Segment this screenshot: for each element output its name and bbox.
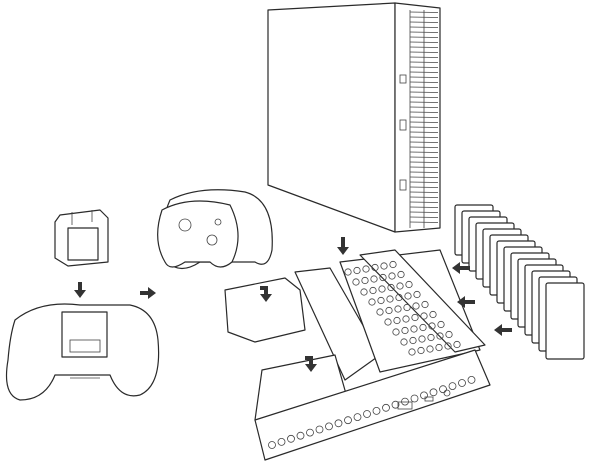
vent-hole: [429, 310, 437, 319]
vent-hole: [388, 272, 396, 280]
vent-hole: [420, 391, 428, 400]
vent-hole: [467, 375, 476, 384]
vent-hole: [448, 382, 457, 391]
vent-hole: [417, 346, 425, 355]
vent-hole: [306, 428, 314, 437]
vent-hole: [409, 336, 417, 345]
vent-hole: [435, 343, 443, 352]
vent-hole: [405, 280, 413, 289]
vent-hole: [387, 283, 395, 292]
vent-hole: [404, 292, 412, 300]
vent-hole: [384, 318, 392, 326]
vent-hole: [396, 282, 404, 290]
vent-hole: [287, 434, 295, 443]
vent-hole: [393, 316, 401, 325]
vent-hole: [403, 303, 411, 312]
vent-hole: [444, 342, 452, 350]
vent-hole: [385, 306, 393, 315]
vent-hole: [353, 266, 361, 275]
vent-hole: [397, 270, 405, 279]
arrow-left-icon: [457, 296, 475, 308]
charging-stand: [224, 249, 491, 461]
vent-hole: [400, 338, 408, 346]
vent-hole: [360, 288, 368, 296]
arrows: [74, 237, 512, 372]
vent-hole: [428, 322, 436, 330]
controller-pair: [157, 189, 273, 270]
vent-hole: [325, 422, 333, 431]
vent-hole: [344, 268, 352, 276]
arrow-down-icon: [337, 237, 349, 255]
vent-hole: [421, 300, 429, 309]
game-cases: [454, 204, 585, 360]
vent-hole: [380, 262, 388, 270]
bent-arrow-icon: [305, 356, 317, 372]
vent-hole: [370, 275, 378, 283]
vent-hole: [420, 312, 428, 320]
vent-hole: [408, 348, 416, 356]
vent-hole: [368, 298, 376, 306]
controller: [5, 303, 160, 401]
vent-hole: [352, 278, 360, 286]
vent-hole: [372, 406, 381, 415]
vent-hole: [277, 437, 286, 446]
vent-hole: [437, 320, 445, 329]
vent-hole: [361, 276, 369, 285]
vent-hole: [445, 330, 453, 339]
vent-hole: [392, 328, 400, 336]
vent-hole: [369, 286, 377, 295]
vent-hole: [296, 431, 305, 440]
vent-hole: [412, 302, 420, 310]
vent-hole: [344, 416, 352, 425]
arrow-left-icon: [494, 324, 512, 336]
vent-hole: [371, 263, 379, 272]
bent-arrow-icon: [260, 286, 272, 302]
vent-hole: [427, 333, 435, 342]
vent-hole: [436, 332, 444, 340]
vent-hole: [429, 388, 438, 397]
vent-hole: [418, 335, 426, 343]
arrow-left-icon: [452, 262, 470, 274]
vent-hole: [362, 265, 370, 273]
vent-hole: [363, 410, 371, 418]
vent-hole: [395, 293, 403, 302]
vent-hole: [410, 325, 418, 333]
game-case: [545, 282, 585, 360]
vent-hole: [378, 285, 386, 293]
vent-hole: [386, 295, 394, 303]
vent-hole: [353, 413, 362, 422]
vent-hole: [419, 323, 427, 332]
vent-hole: [453, 340, 461, 349]
vent-hole: [382, 403, 390, 412]
vent-hole: [458, 379, 466, 387]
vent-hole: [379, 273, 387, 282]
battery-pack: [54, 209, 109, 267]
vent-hole: [426, 345, 434, 353]
honeycomb-vent: [268, 260, 476, 449]
vent-hole: [315, 425, 324, 434]
console-vents: [409, 10, 439, 228]
vent-hole: [439, 385, 447, 394]
vent-hole: [413, 290, 421, 299]
vent-hole: [394, 305, 402, 313]
vent-hole: [401, 326, 409, 335]
vent-hole: [391, 400, 400, 409]
vent-hole: [402, 315, 410, 323]
arrow-right-icon: [140, 287, 156, 299]
console: [267, 2, 441, 233]
vent-hole: [410, 394, 419, 403]
vent-hole: [389, 260, 397, 269]
vent-hole: [268, 441, 276, 449]
vent-hole: [411, 313, 419, 322]
vent-hole: [376, 308, 384, 316]
arrow-down-icon: [74, 282, 86, 298]
vent-hole: [334, 419, 343, 428]
vent-hole: [377, 296, 385, 305]
